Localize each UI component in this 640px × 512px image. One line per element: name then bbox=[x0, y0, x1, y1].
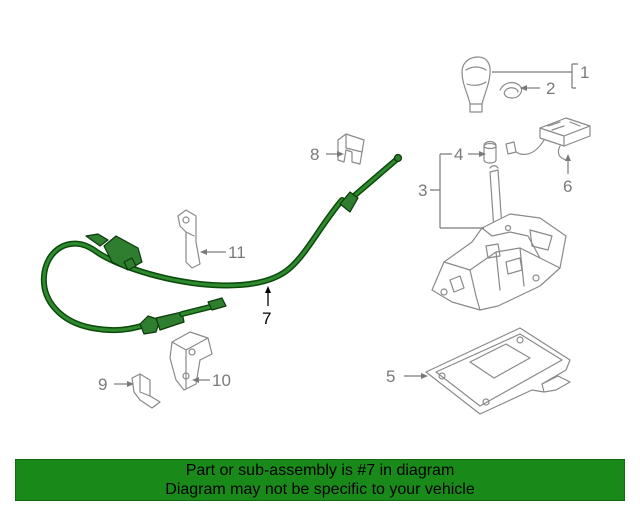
callout-7: 7 bbox=[262, 309, 271, 328]
banner-line-1: Part or sub-assembly is #7 in diagram bbox=[185, 462, 455, 479]
clip-part bbox=[499, 81, 523, 99]
base-plate-part bbox=[425, 327, 571, 415]
callout-2: 2 bbox=[546, 79, 555, 98]
arrowheads bbox=[127, 85, 571, 387]
callout-11: 11 bbox=[228, 243, 246, 262]
small-bracket-part bbox=[337, 133, 365, 165]
callout-1: 1 bbox=[580, 63, 589, 82]
callout-10: 10 bbox=[212, 371, 231, 390]
shift-knob-part bbox=[461, 56, 491, 113]
bracket-11-part bbox=[177, 209, 201, 269]
clip-bracket-part bbox=[131, 373, 161, 409]
callout-5: 5 bbox=[386, 367, 395, 386]
callout-9: 9 bbox=[98, 375, 107, 394]
parts-diagram: 1 2 3 4 5 6 7 8 9 10 11 bbox=[40, 56, 591, 415]
callout-7-arrowhead bbox=[265, 286, 271, 293]
insert-part bbox=[483, 140, 497, 164]
bracket-10-part bbox=[169, 331, 213, 391]
connector-harness-part bbox=[505, 117, 591, 161]
callout-8: 8 bbox=[310, 145, 319, 164]
callout-3: 3 bbox=[418, 181, 427, 200]
shifter-assembly-part bbox=[431, 165, 567, 311]
callout-4: 4 bbox=[454, 145, 463, 164]
shift-cable-highlighted-part bbox=[40, 153, 403, 335]
callout-6: 6 bbox=[563, 177, 572, 196]
info-banner: Part or sub-assembly is #7 in diagram Di… bbox=[15, 459, 625, 501]
banner-line-2: Diagram may not be specific to your vehi… bbox=[165, 481, 475, 498]
